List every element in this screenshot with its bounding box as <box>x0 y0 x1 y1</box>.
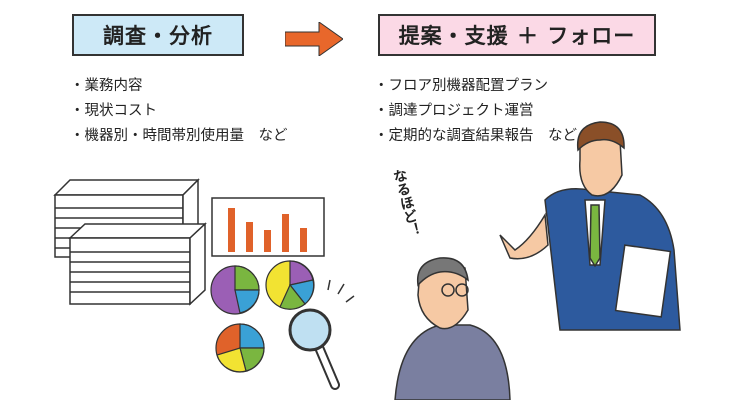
list-item: フロア別機器配置プラン <box>374 74 577 99</box>
proposal-label: 提案・支援 ＋ フォロー <box>378 14 656 56</box>
list-item: 調達プロジェクト運営 <box>374 99 577 124</box>
arrow-right-icon <box>285 22 343 56</box>
list-item: 定期的な調査結果報告 など <box>374 124 578 149</box>
list-item: 業務内容 <box>70 74 288 99</box>
businessman <box>499 121 681 331</box>
proposal-items: フロア別機器配置プラン 調達プロジェクト運営 定期的な調査結果報告 など <box>374 74 578 149</box>
magnifier-icon <box>288 279 355 390</box>
document-stack-icon <box>68 222 207 306</box>
analysis-items: 業務内容 現状コスト 機器別・時間帯別使用量 など <box>70 74 288 149</box>
analysis-label: 調査・分析 <box>72 14 244 56</box>
list-item: 現状コスト <box>70 99 288 124</box>
pie-chart-icon <box>210 265 260 315</box>
pie-chart-icon <box>265 260 315 310</box>
pie-chart-icon <box>215 323 265 373</box>
bar-chart-icon <box>211 197 325 257</box>
listener <box>394 257 511 400</box>
list-item: 機器別・時間帯別使用量 など <box>70 124 288 149</box>
